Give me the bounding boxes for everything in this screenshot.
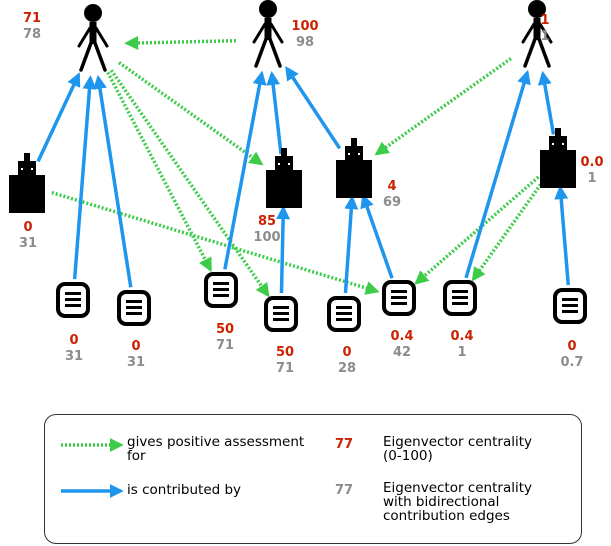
contribution-edge-d8-o4 — [554, 185, 571, 286]
eigenvector-centrality-value: 0 — [23, 220, 33, 235]
contribution-edge-d4-o2 — [276, 205, 291, 294]
legend-plain-label: Eigenvector centrality (0-100) — [383, 434, 533, 464]
contribution-edge-o3-p2 — [285, 66, 342, 150]
eigenvector-centrality-value: 50 — [275, 345, 295, 360]
document-icon — [327, 296, 361, 332]
document-icon — [443, 280, 477, 316]
document-icon — [264, 296, 298, 332]
legend-assessment-label: gives positive assessment for — [127, 434, 305, 464]
eigenvector-centrality-value: 0 — [131, 339, 141, 354]
eigenvector-centrality-value: 0.4 — [390, 329, 414, 344]
contribution-edge-o2-p2 — [266, 70, 283, 155]
document-icon — [382, 280, 416, 316]
legend-swatches — [61, 438, 124, 498]
document-icon — [117, 290, 151, 326]
contribution-edge-d7-p3 — [464, 69, 531, 279]
bidirectional-centrality-value: 69 — [382, 195, 402, 210]
eigenvector-centrality-value: 71 — [22, 11, 42, 26]
document-icon — [204, 272, 238, 308]
eigenvector-centrality-value: 0 — [342, 345, 352, 360]
document-icon — [553, 288, 587, 324]
eigenvector-centrality-value: 100 — [291, 19, 319, 34]
bidirectional-centrality-value: 31 — [64, 349, 84, 364]
eigenvector-centrality-value: 1 — [540, 13, 550, 28]
bidirectional-centrality-value: 98 — [295, 35, 315, 50]
eigenvector-centrality-value: 0 — [567, 339, 577, 354]
assessment-edge-p3-o3 — [374, 57, 512, 156]
bidirectional-centrality-value: 31 — [126, 355, 146, 370]
assessment-edge-o1-d6 — [51, 190, 380, 295]
contribution-edge-o4-p3 — [537, 70, 556, 135]
assessment-edge-p2-p1 — [124, 35, 237, 50]
contribution-edge-d2-p1 — [93, 74, 133, 288]
bidirectional-centrality-value: 71 — [215, 338, 235, 353]
bidirectional-centrality-value: 1 — [587, 171, 597, 186]
bidirectional-centrality-value: 0.7 — [560, 355, 584, 370]
eigenvector-centrality-value: 0.4 — [450, 329, 474, 344]
edges-layer — [36, 35, 571, 298]
bidirectional-centrality-value: 31 — [18, 236, 38, 251]
org-icon — [540, 128, 576, 188]
legend-plain-sample: 77 — [335, 437, 354, 452]
bidirectional-centrality-value: 78 — [22, 27, 42, 42]
legend-bidirectional-sample: 77 — [335, 483, 354, 498]
bidirectional-centrality-value: 1 — [457, 345, 467, 360]
org-icon — [336, 138, 372, 198]
legend-contribution-label: is contributed by — [127, 482, 242, 498]
legend-bidirectional-label: Eigenvector centrality with bidirectiona… — [383, 480, 533, 524]
bidirectional-centrality-value: 100 — [253, 230, 281, 245]
legend: gives positive assessment for is contrib… — [44, 414, 582, 544]
contribution-edge-d5-o3 — [343, 195, 359, 294]
eigenvector-centrality-value: 85 — [257, 214, 277, 229]
assessment-edge-o4-d6 — [414, 175, 540, 285]
contribution-edge-d1-p1 — [72, 75, 97, 280]
bidirectional-centrality-value: 42 — [392, 345, 412, 360]
eigenvector-centrality-value: 0 — [69, 333, 79, 348]
bidirectional-centrality-value: 28 — [337, 361, 357, 376]
contribution-edge-d6-o3 — [360, 193, 394, 279]
assessment-edge-p1-d4 — [109, 69, 270, 298]
contribution-edge-d3-p2 — [223, 70, 267, 270]
person-icon — [252, 0, 284, 68]
assessment-edge-p1-o2 — [118, 61, 264, 166]
assessment-edge-o4-d7 — [471, 180, 545, 282]
bidirectional-centrality-value: 71 — [275, 361, 295, 376]
eigenvector-centrality-value: 0.0 — [580, 155, 604, 170]
contribution-edge-o1-p1 — [36, 72, 81, 163]
org-icon — [266, 148, 302, 208]
person-icon — [77, 2, 109, 72]
bidirectional-centrality-value: 1 — [540, 29, 550, 44]
eigenvector-centrality-value: 4 — [387, 179, 397, 194]
document-icon — [56, 282, 90, 318]
eigenvector-centrality-value: 50 — [215, 322, 235, 337]
